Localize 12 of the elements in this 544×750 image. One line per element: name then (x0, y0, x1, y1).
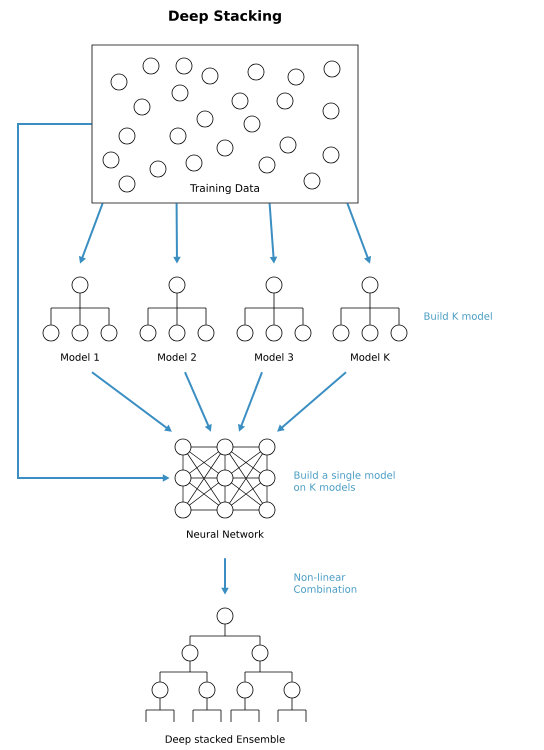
model-tree: Model 2 (140, 276, 214, 361)
side-label: Non-linear Combination (294, 573, 356, 593)
neural-network: Neural Network (174, 438, 276, 538)
data-box: Training Data (92, 44, 358, 204)
node-label: Neural Network (187, 530, 264, 538)
model-tree: Model 3 (236, 276, 312, 361)
side-label: Build a single model on K models (294, 471, 395, 491)
ensemble-tree: Deep stacked Ensemble (146, 608, 306, 745)
title: Deep Stacking (169, 10, 281, 24)
side-label: Build K model (424, 312, 492, 320)
model-tree: Model 1 (42, 276, 118, 361)
model-tree: Model K (332, 276, 408, 361)
